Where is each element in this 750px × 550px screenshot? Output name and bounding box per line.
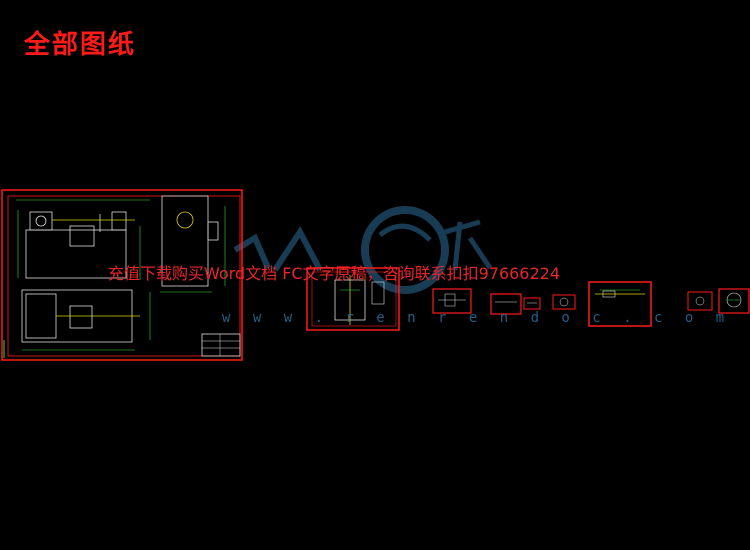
drawing-sheet-8[interactable] — [687, 291, 713, 311]
drawing-sheet-7[interactable] — [588, 281, 652, 327]
watermark-promo-text: 充值下载购买Word文档 FC文字原稿，咨询联系扣扣97666224 — [108, 264, 561, 283]
drawing-main-assembly[interactable] — [1, 189, 243, 361]
drawing-sheet-5[interactable] — [523, 297, 541, 310]
drawing-sheet-2[interactable] — [306, 267, 400, 331]
page-title: 全部图纸 — [24, 30, 137, 60]
drawing-sheet-3[interactable] — [432, 288, 472, 314]
drawing-sheet-9[interactable] — [718, 288, 750, 314]
watermark-logo — [233, 206, 493, 294]
drawing-sheet-6[interactable] — [552, 294, 576, 310]
watermark-url-text: w w w . r e n r e n d o c . c o m — [222, 310, 732, 326]
drawing-sheet-4[interactable] — [490, 293, 522, 315]
